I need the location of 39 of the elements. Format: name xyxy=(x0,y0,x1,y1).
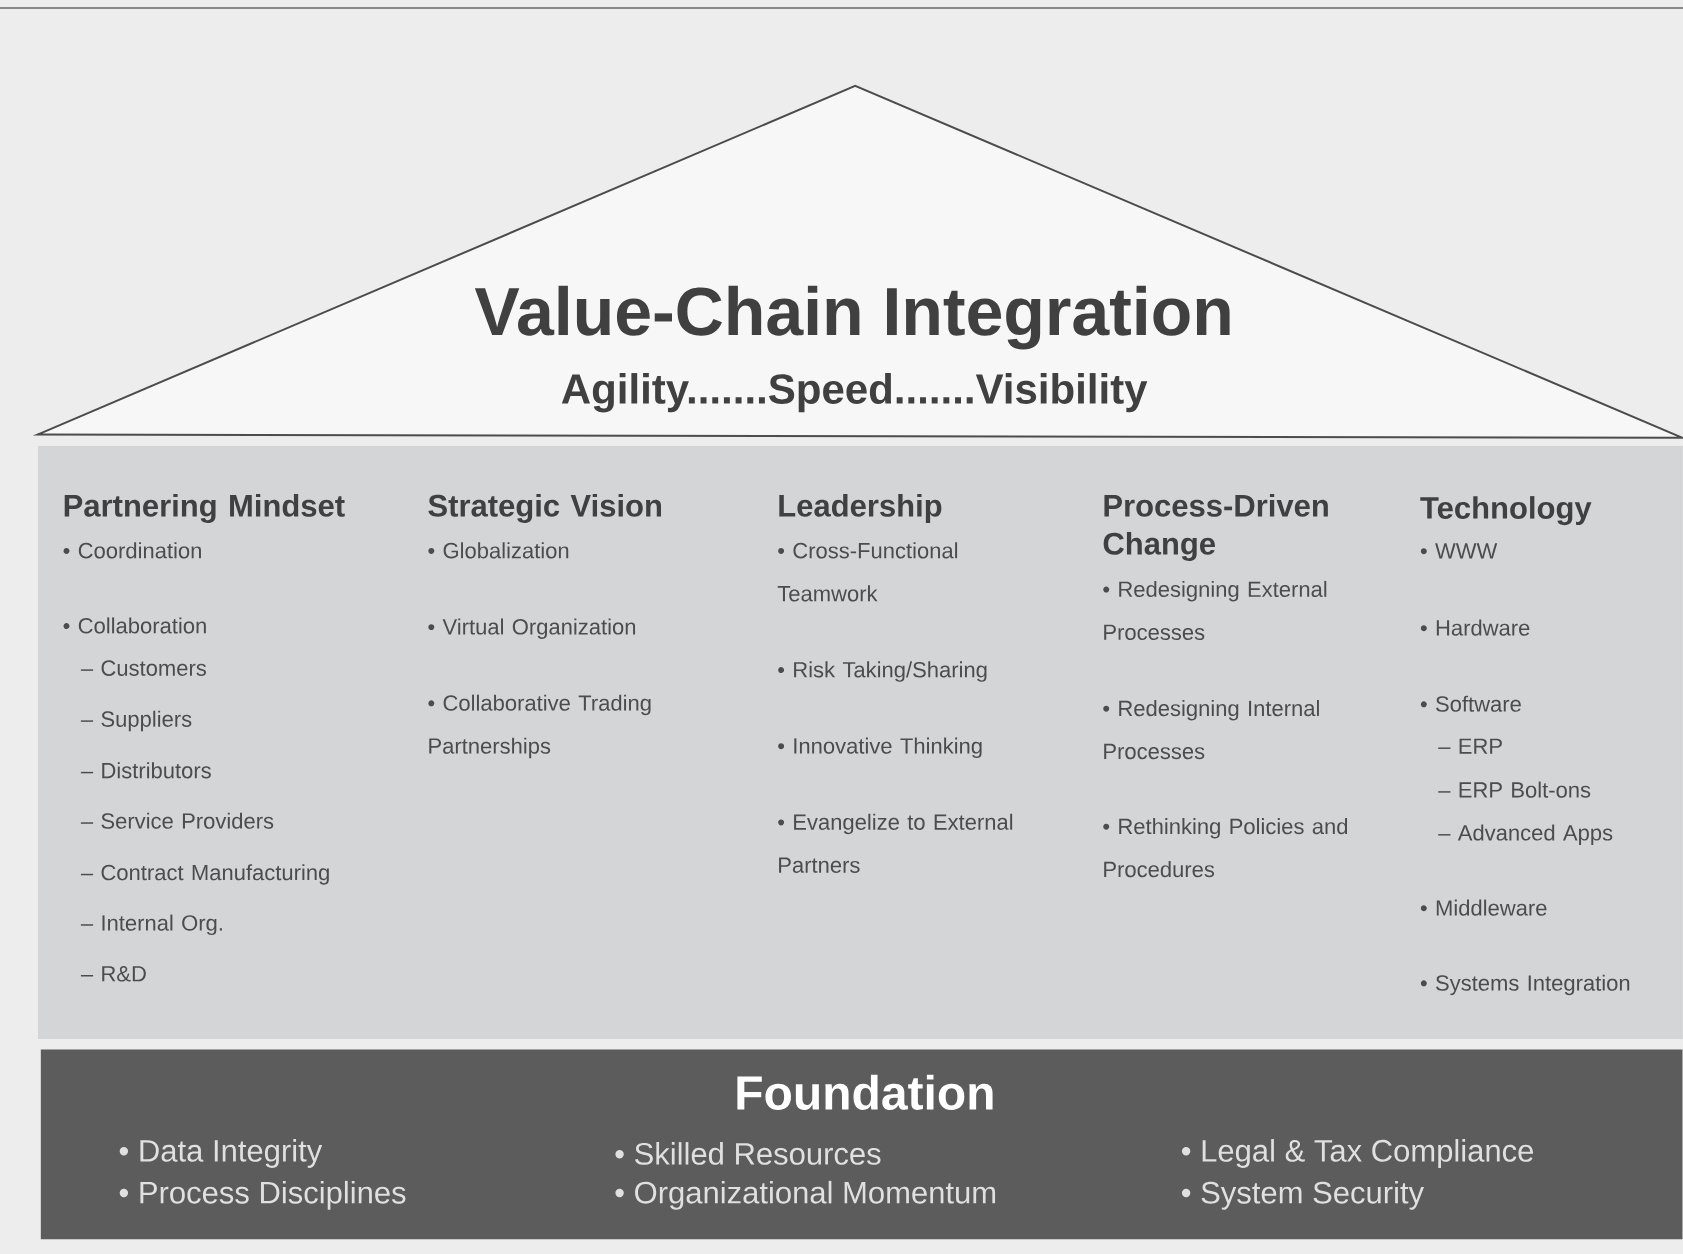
list-item: • Coordination xyxy=(63,542,201,559)
list-item: – Suppliers xyxy=(80,710,192,732)
list-item: • Cross-Functional Teamwork xyxy=(777,542,958,602)
list-item: • Redesigning External Processes xyxy=(1103,580,1327,641)
column-heading: Partnering Mindset xyxy=(64,494,345,523)
column-heading: Technology xyxy=(1420,496,1592,526)
list-item: • Systems Integration xyxy=(1420,974,1630,996)
list-item: • Collaboration xyxy=(63,617,206,634)
list-item: – R&D xyxy=(80,966,146,982)
column-heading: Process-Driven Change xyxy=(1103,494,1328,561)
list-item: • System Security xyxy=(1181,1180,1424,1210)
list-item: – Advanced Apps xyxy=(1438,824,1613,845)
column-heading: Strategic Vision xyxy=(428,494,661,523)
list-item: • Innovative Thinking xyxy=(778,737,982,759)
list-item: – ERP xyxy=(1438,738,1502,754)
list-item: • Process Disciplines xyxy=(119,1180,406,1210)
list-item: – Customers xyxy=(80,660,206,676)
list-item: – Service Providers xyxy=(80,812,274,829)
band-background xyxy=(37,445,1683,1040)
list-item: • Risk Taking/Sharing xyxy=(778,661,987,682)
list-item: • Middleware xyxy=(1420,899,1547,916)
list-item: – Contract Manufacturing xyxy=(80,864,329,885)
list-item: • Hardware xyxy=(1420,619,1530,636)
list-item: • WWW xyxy=(1420,543,1498,559)
list-item: • Organizational Momentum xyxy=(615,1180,996,1210)
list-item: – Internal Org. xyxy=(80,914,222,936)
list-item: • Evangelize to External Partners xyxy=(778,813,1013,873)
list-item: • Collaborative Trading Partnerships xyxy=(428,694,651,759)
list-item: • Virtual Organization xyxy=(428,618,636,639)
list-item: • Legal & Tax Compliance xyxy=(1181,1139,1533,1168)
list-item: • Redesigning Internal Processes xyxy=(1103,700,1319,760)
list-item: – Distributors xyxy=(80,762,211,779)
list-item: • Software xyxy=(1420,695,1521,712)
list-item: – ERP Bolt-ons xyxy=(1438,781,1591,798)
list-item: • Skilled Resources xyxy=(615,1142,881,1165)
list-item: • Rethinking Policies and Procedures xyxy=(1103,818,1348,878)
list-item: • Globalization xyxy=(428,542,569,559)
list-item: • Data Integrity xyxy=(119,1139,323,1168)
column-heading: Leadership xyxy=(779,494,942,523)
